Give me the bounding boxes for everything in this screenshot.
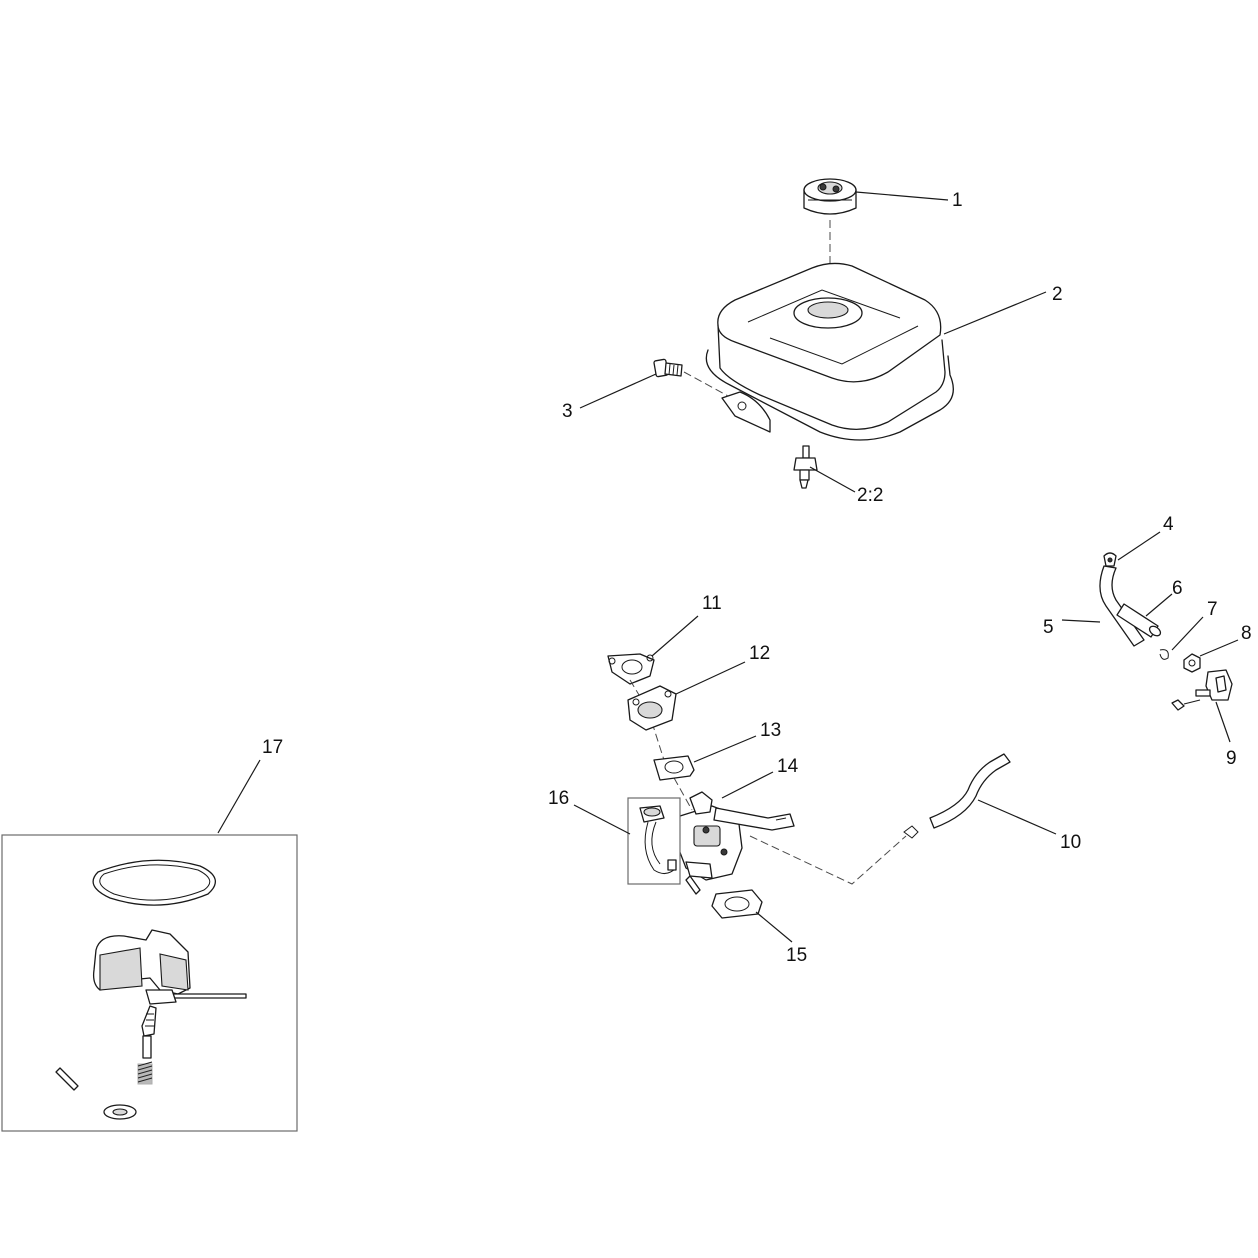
fuel-cap-part	[803, 178, 857, 215]
fuel-tank-part	[705, 262, 954, 441]
leader-line-11	[651, 615, 699, 657]
fuel-line-part	[903, 753, 1011, 839]
leader-line-2	[943, 291, 1047, 335]
tank-fuel-valve-part	[793, 445, 818, 489]
gasket-upper-part	[607, 653, 655, 685]
fuel-line-alignment-line	[749, 835, 907, 885]
callout-10: 10	[1060, 832, 1081, 853]
leader-line-12	[675, 661, 746, 695]
callout-9: 9	[1226, 748, 1237, 769]
gasket-lower-part	[711, 889, 763, 919]
leader-line-14	[721, 771, 774, 799]
hose-clip-part	[1159, 649, 1169, 660]
callout-1: 1	[952, 190, 963, 211]
callout-8: 8	[1241, 623, 1252, 644]
bolt-part	[653, 358, 683, 378]
leader-line-3	[579, 373, 657, 409]
leader-line-16	[573, 804, 631, 835]
callout-7: 7	[1207, 599, 1218, 620]
leader-line-5	[1061, 619, 1101, 623]
callout-13: 13	[760, 720, 781, 741]
callout-16: 16	[548, 788, 569, 809]
fuel-hose-short-part	[1116, 603, 1162, 638]
callout-4: 4	[1163, 514, 1174, 535]
leader-line-7	[1171, 616, 1204, 651]
callout-5: 5	[1043, 617, 1054, 638]
leader-line-9	[1215, 701, 1231, 743]
carburetor-insulator-part	[627, 685, 677, 731]
leader-line-8	[1199, 639, 1239, 657]
leader-line-2-2	[809, 466, 856, 493]
callout-2: 2	[1052, 284, 1063, 305]
callout-17: 17	[262, 737, 283, 758]
valve-nut-part	[1183, 653, 1201, 673]
leader-line-1	[855, 191, 949, 201]
callout-11: 11	[702, 593, 722, 614]
leader-lines	[217, 191, 1239, 943]
callout-14: 14	[777, 756, 799, 777]
leader-line-13	[693, 735, 757, 763]
carburetor-part	[675, 791, 795, 895]
leader-line-6	[1145, 593, 1173, 617]
leader-line-10	[977, 799, 1057, 835]
callout-12: 12	[749, 643, 770, 664]
hose-clamp-part	[1103, 552, 1117, 567]
leader-line-4	[1117, 531, 1161, 561]
leader-line-17	[217, 759, 261, 834]
bolt-alignment-line	[683, 371, 729, 397]
callout-2-2: 2:2	[857, 485, 883, 506]
callout-15: 15	[786, 945, 807, 966]
callout-6: 6	[1172, 578, 1183, 599]
gasket-middle-part	[653, 755, 695, 781]
solenoid-part	[627, 797, 681, 885]
callout-3: 3	[562, 401, 573, 422]
leader-line-15	[755, 911, 793, 943]
carburetor-kit-inset	[1, 834, 298, 1132]
fuel-shutoff-valve-part	[1171, 669, 1233, 711]
